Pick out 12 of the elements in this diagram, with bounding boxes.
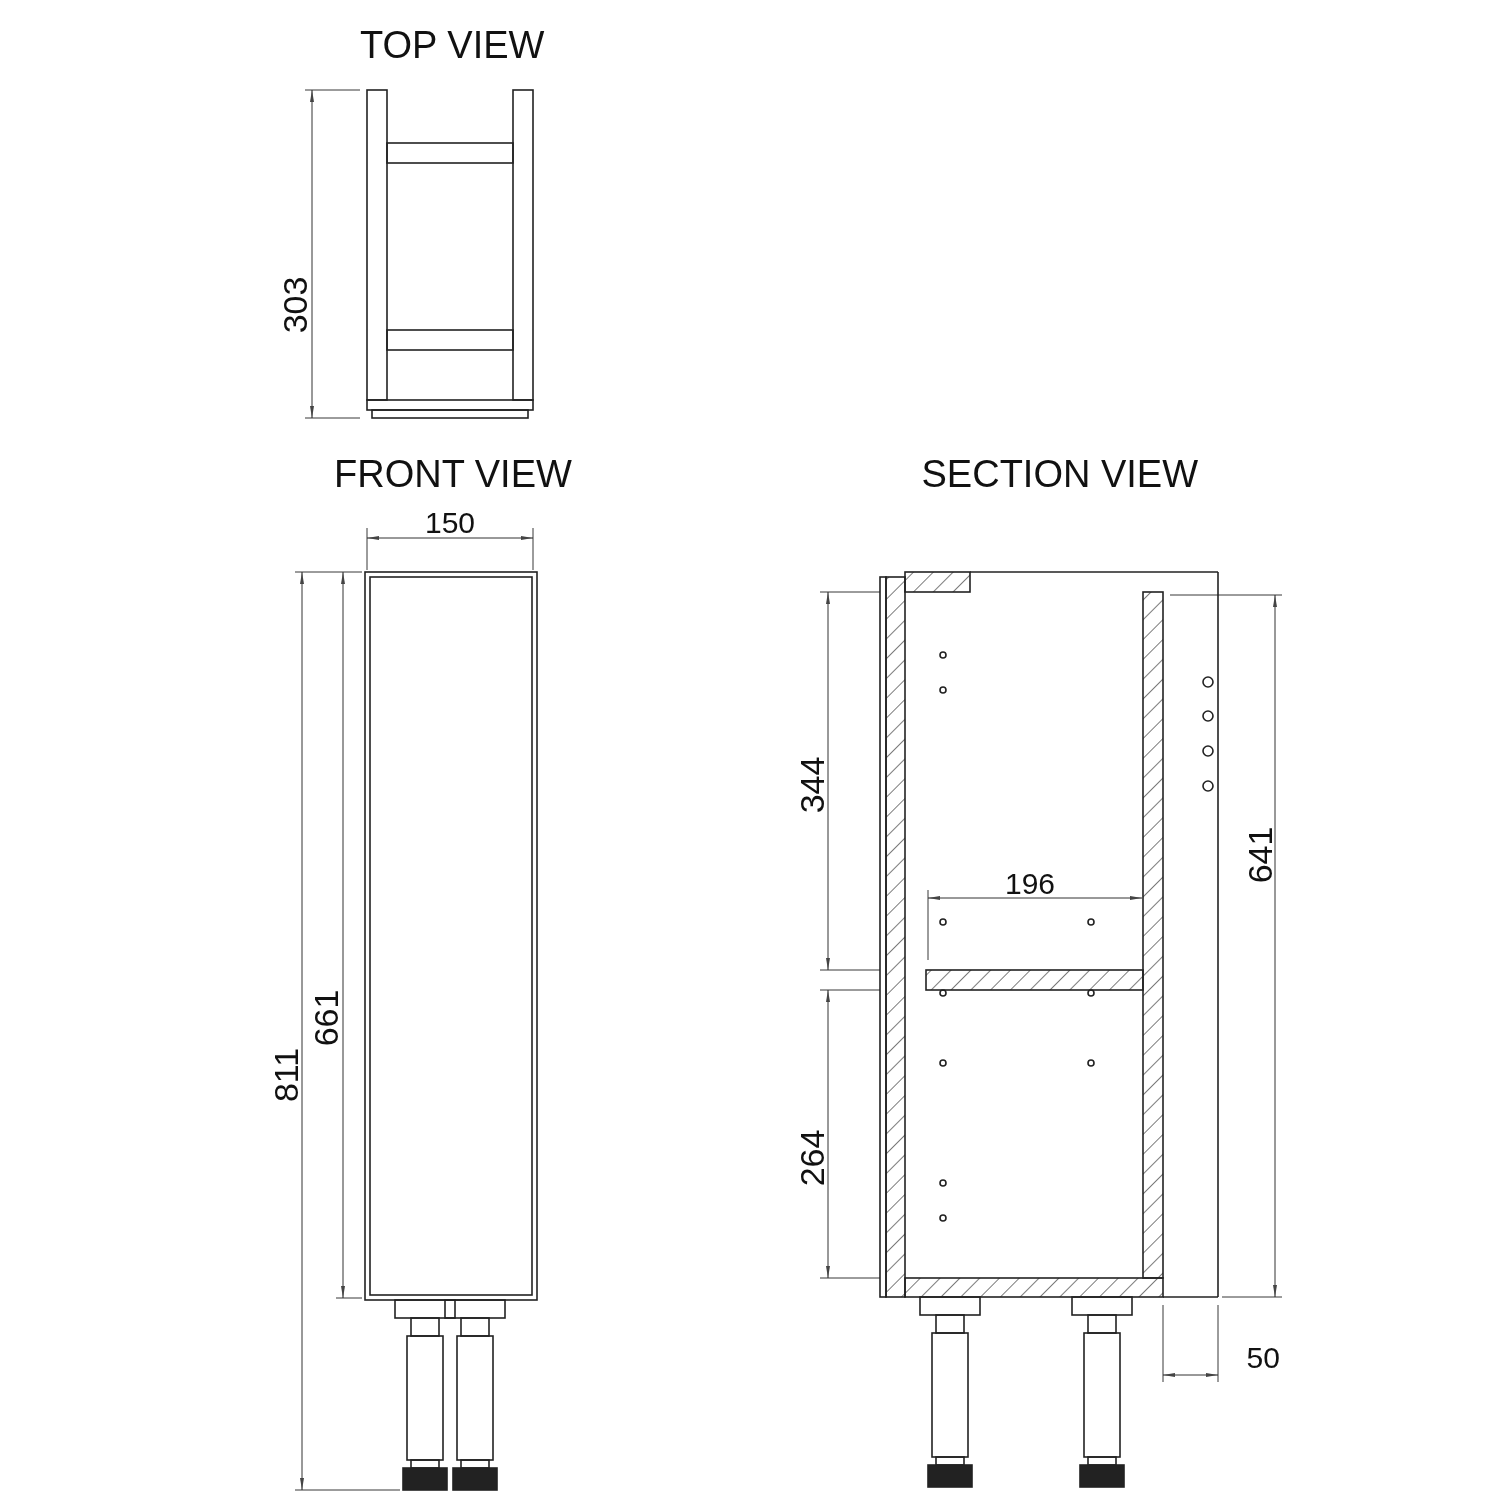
dimension-value: 50 (1246, 1343, 1280, 1373)
dimension-value: 196 (1005, 869, 1056, 899)
dimension-value: 264 (794, 1129, 829, 1187)
dimension-value: 811 (269, 1047, 304, 1103)
view-title: TOP VIEW (360, 26, 545, 64)
view-title: FRONT VIEW (334, 455, 572, 493)
dimension-value: 661 (308, 989, 343, 1047)
dimension-value: 641 (1242, 826, 1277, 884)
dimension-value: 344 (794, 756, 829, 814)
dimension-value: 303 (277, 276, 312, 334)
dimension-value: 150 (425, 508, 476, 538)
view-title: SECTION VIEW (921, 455, 1199, 493)
